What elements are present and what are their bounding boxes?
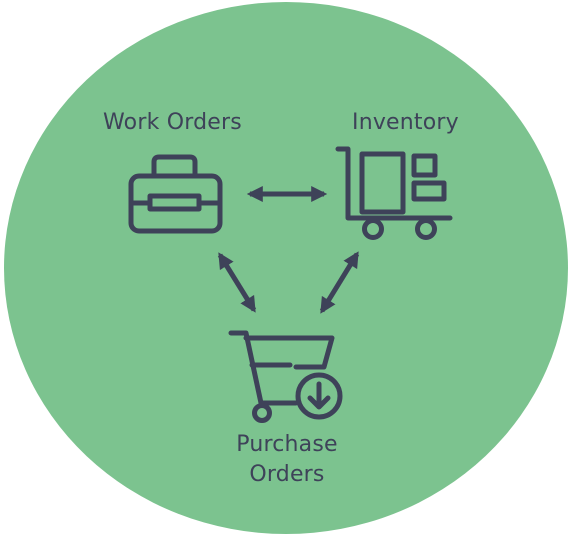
background-circle xyxy=(4,2,568,534)
purchase-orders-label-line2: Orders xyxy=(249,462,325,487)
toolbox-icon xyxy=(128,154,223,234)
inventory-cart-icon xyxy=(335,146,453,240)
inventory-label: Inventory xyxy=(352,110,459,135)
arrow-work-purchase xyxy=(217,252,257,313)
work-orders-label: Work Orders xyxy=(103,110,242,135)
purchase-orders-label-line1: Purchase xyxy=(236,432,338,457)
shopping-cart-download-icon xyxy=(228,330,343,423)
arrow-inventory-purchase xyxy=(319,251,360,314)
